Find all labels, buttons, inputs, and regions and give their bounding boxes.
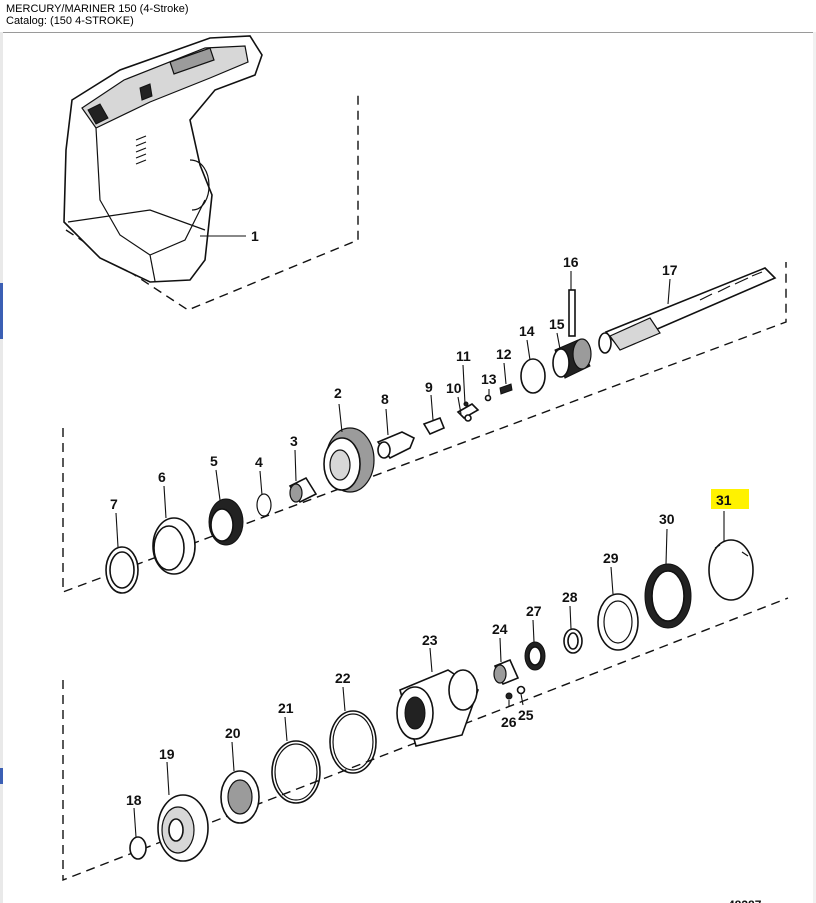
callout-21: 21 [278,700,294,716]
propeller-shaft-part[interactable] [598,267,777,354]
needle-bearing-24-part[interactable] [493,658,520,686]
callout-10: 10 [446,380,462,396]
shift-cam-part[interactable] [376,431,416,460]
left-frame-marker-bottom [0,768,3,784]
cross-pin-part[interactable] [568,289,576,337]
tab-washer-29-part[interactable] [597,593,639,651]
callout-18: 18 [126,792,142,808]
callout-2: 2 [334,385,342,401]
callout-highlight [711,489,749,509]
callout-17: 17 [662,262,678,278]
callout-26: 26 [501,714,517,730]
callout-9: 9 [425,379,433,395]
actuator-pin-part[interactable] [464,414,472,422]
pin-25-part[interactable] [516,685,526,695]
callout-labels: 1 2 3 4 5 6 7 8 9 10 11 12 13 14 15 16 1… [110,228,762,903]
callout-25: 25 [518,707,534,723]
o-ring-21-part[interactable] [271,740,321,804]
catalog-label: Catalog: (150 4-STROKE) [6,15,134,27]
figure-number: 48387 [728,898,762,903]
callout-15: 15 [549,316,565,332]
window-header: MERCURY/MARINER 150 (4-Stroke) Catalog: … [0,0,816,33]
callout-22: 22 [335,670,351,686]
callout-8: 8 [381,391,389,407]
o-ring-22-part[interactable] [329,710,377,774]
callout-5: 5 [210,453,218,469]
housing-vent-slots [135,135,147,165]
thrust-washer-18-part[interactable] [129,836,147,860]
o-ring-28-part[interactable] [563,628,583,654]
forward-gear-part[interactable] [323,427,375,493]
pin-26-part[interactable] [505,692,513,700]
callout-13: 13 [481,371,497,387]
callout-6: 6 [158,469,166,485]
retainer-31-part[interactable] [708,539,754,601]
callout-4: 4 [255,454,263,470]
callout-23: 23 [422,632,438,648]
bearing-carrier-23-part[interactable] [396,669,479,747]
callout-31: 31 [716,492,732,508]
callout-19: 19 [159,746,175,762]
detent-ball-part[interactable] [484,394,492,402]
callout-11: 11 [456,348,471,364]
callout-24: 24 [492,621,508,637]
reverse-gear-19-part[interactable] [157,794,209,862]
seal-27-part[interactable] [524,641,546,671]
leader-lines [115,235,725,838]
left-frame-marker-top [0,283,3,339]
bearing-20-part[interactable] [220,770,260,824]
tab-washer-30-part[interactable] [644,563,692,629]
callout-1: 1 [251,228,259,244]
callout-27: 27 [526,603,542,619]
callout-29: 29 [603,550,619,566]
left-frame-edge [0,32,3,903]
right-frame-edge [813,32,816,903]
snap-ring-part[interactable] [256,493,272,517]
needle-bearing-3-part[interactable] [288,476,318,504]
callout-30: 30 [659,511,675,527]
callout-3: 3 [290,433,298,449]
callout-12: 12 [496,346,512,362]
clutch-part[interactable] [552,338,592,379]
shim-part[interactable] [105,546,139,594]
group-outline-lower [62,597,789,882]
callout-7: 7 [110,496,118,512]
callout-16: 16 [563,254,579,270]
callout-14: 14 [519,323,535,339]
o-ring-14-part[interactable] [520,358,546,394]
tapered-bearing-part[interactable] [208,498,244,546]
spring-part[interactable] [499,383,513,395]
bearing-race-part[interactable] [152,517,196,575]
callout-20: 20 [225,725,241,741]
group-outline-upper [62,262,787,594]
gear-housing-part[interactable] [63,35,263,283]
exploded-parts-diagram: 1 2 3 4 5 6 7 8 9 10 11 12 13 14 15 16 1… [62,35,789,903]
cam-follower-part[interactable] [422,416,446,436]
header-title: MERCURY/MARINER 150 (4-Stroke) [6,3,189,15]
callout-28: 28 [562,589,578,605]
